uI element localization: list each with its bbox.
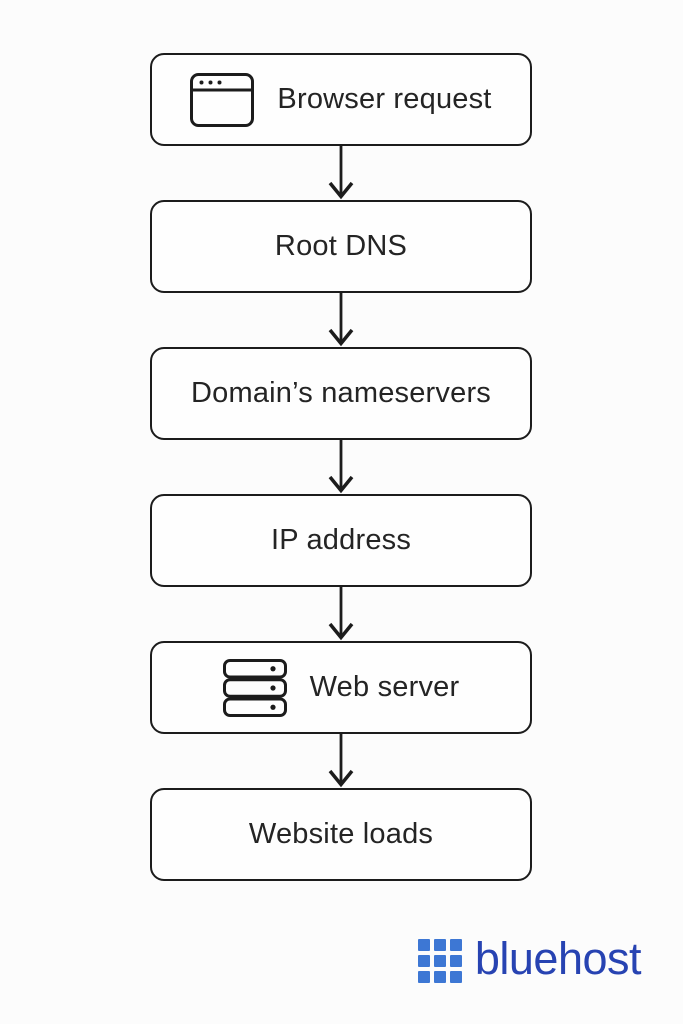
grid-square	[433, 954, 446, 967]
node-label: Web server	[309, 671, 460, 703]
down-arrow-icon	[328, 293, 354, 347]
grid-square	[433, 970, 446, 983]
grid-square	[417, 970, 430, 983]
grid-square	[417, 938, 430, 951]
flowchart-column: Browser request Root DNS Domain’s namese…	[150, 53, 532, 881]
node-label: IP address	[270, 524, 412, 556]
server-stack-icon	[222, 658, 287, 717]
flow-node-website-loads: Website loads	[150, 788, 532, 881]
bluehost-logo-text: bluehost	[474, 933, 642, 984]
bluehost-logo: bluehost	[417, 933, 642, 985]
flow-node-web-server: Web server	[150, 641, 532, 734]
down-arrow-icon	[328, 587, 354, 641]
bluehost-grid-icon	[417, 938, 462, 983]
flow-node-browser-request: Browser request	[150, 53, 532, 146]
grid-square	[417, 954, 430, 967]
down-arrow-icon	[328, 146, 354, 200]
grid-square	[449, 954, 462, 967]
node-label: Website loads	[248, 818, 434, 850]
flow-node-domains-nameservers: Domain’s nameservers	[150, 347, 532, 440]
grid-square	[449, 970, 462, 983]
grid-square	[449, 938, 462, 951]
down-arrow-icon	[328, 734, 354, 788]
browser-window-icon	[190, 72, 255, 127]
node-label: Root DNS	[274, 230, 408, 262]
grid-square	[433, 938, 446, 951]
node-label: Domain’s nameservers	[190, 377, 492, 409]
flow-node-root-dns: Root DNS	[150, 200, 532, 293]
flow-node-ip-address: IP address	[150, 494, 532, 587]
node-label: Browser request	[277, 83, 492, 115]
down-arrow-icon	[328, 440, 354, 494]
